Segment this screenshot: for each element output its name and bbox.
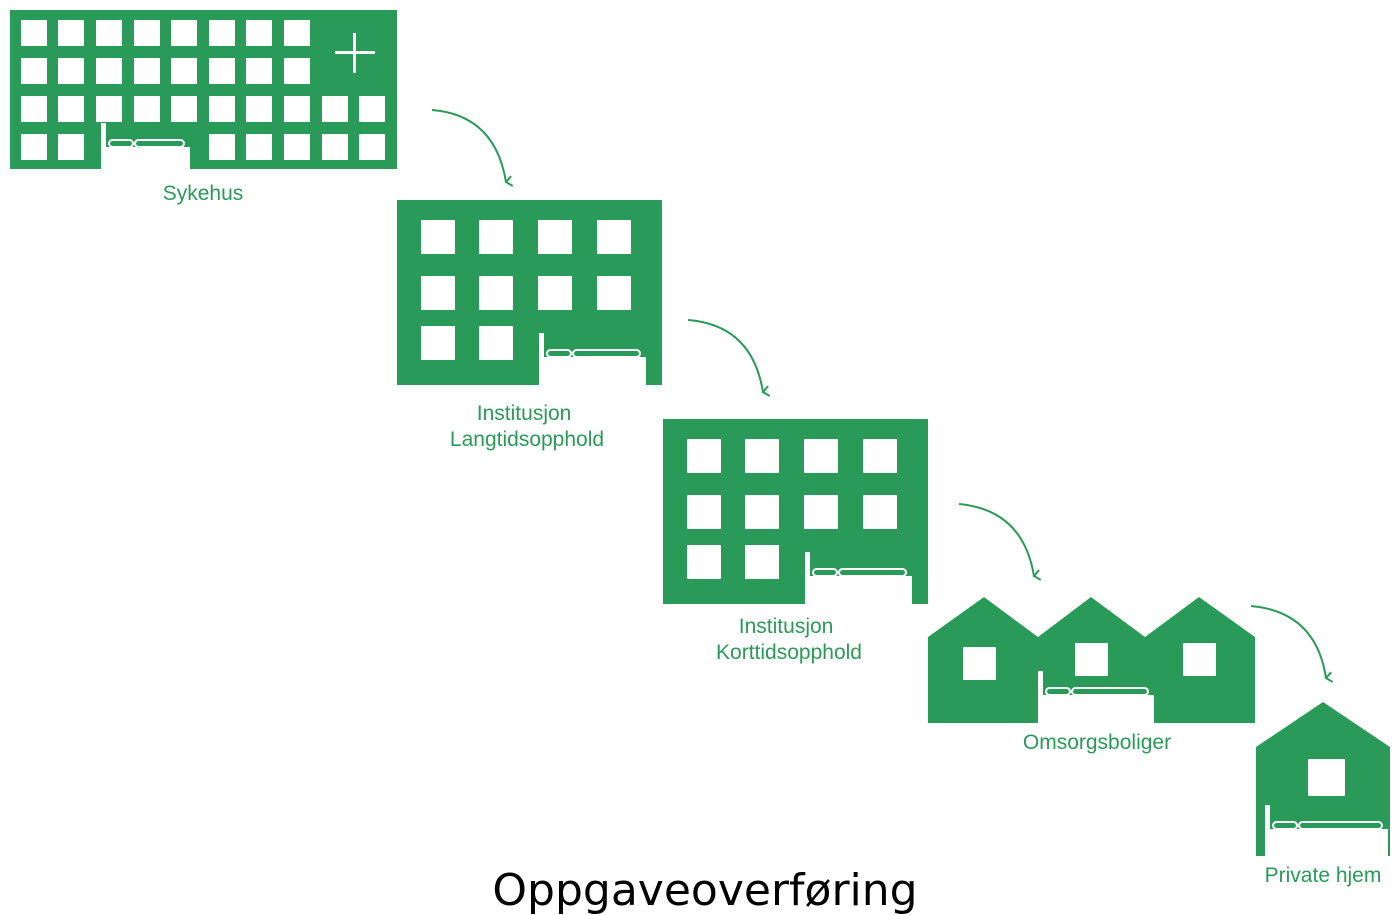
label-sykehus: Sykehus (163, 182, 244, 205)
window (134, 20, 160, 46)
bed-pillow (108, 139, 134, 148)
bed-icon (1265, 829, 1388, 856)
arrow-sykehus-to-langtid (431, 109, 514, 187)
window (1308, 759, 1345, 796)
window (21, 96, 47, 122)
window (58, 134, 84, 160)
window (284, 20, 310, 46)
window (322, 134, 348, 160)
bed-headboard (101, 123, 106, 169)
window (359, 96, 385, 122)
window (745, 439, 779, 473)
window (246, 96, 272, 122)
house-icon (1256, 702, 1390, 856)
window (134, 96, 160, 122)
window (209, 58, 235, 84)
main-title: Oppgaveoverføring (492, 865, 917, 915)
window (246, 58, 272, 84)
window (1183, 643, 1216, 676)
window (21, 134, 47, 160)
bed-mattress (134, 139, 185, 148)
bed-icon (539, 357, 646, 385)
window (134, 58, 160, 84)
bed-headboard (805, 552, 810, 604)
arrow-omsorg-to-private (1250, 605, 1334, 683)
window (58, 58, 84, 84)
bed-mattress (838, 568, 907, 577)
window (687, 545, 721, 579)
bed-icon (805, 576, 912, 604)
bed-mattress (1298, 821, 1383, 830)
window (246, 20, 272, 46)
label-private: Private hjem (1265, 864, 1382, 887)
window (745, 545, 779, 579)
window (804, 495, 838, 529)
window (209, 96, 235, 122)
bed-headboard (1038, 671, 1043, 723)
cross-horizontal (335, 51, 375, 54)
window (538, 220, 572, 254)
window (538, 276, 572, 310)
bed-pillow (1272, 821, 1298, 830)
bed-mattress (572, 349, 641, 358)
bed-headboard (539, 333, 544, 385)
window (284, 96, 310, 122)
window (209, 134, 235, 160)
window (284, 58, 310, 84)
window (687, 439, 721, 473)
institution-korttid-icon (663, 419, 928, 604)
label-langtid: Institusjon Langtidsopphold (450, 402, 604, 451)
window (21, 58, 47, 84)
window (687, 495, 721, 529)
window (359, 134, 385, 160)
label-omsorg: Omsorgsboliger (1023, 731, 1171, 754)
bed-icon (1038, 695, 1154, 723)
window (209, 20, 235, 46)
window (96, 96, 122, 122)
arrow-langtid-to-korttid (687, 319, 771, 397)
window (171, 96, 197, 122)
window (284, 134, 310, 160)
window (479, 326, 513, 360)
window (479, 276, 513, 310)
window (171, 20, 197, 46)
window (322, 96, 348, 122)
window (745, 495, 779, 529)
window (479, 220, 513, 254)
bed-pillow (812, 568, 838, 577)
arrow-korttid-to-omsorg (958, 503, 1042, 581)
bed-mattress (1071, 687, 1149, 696)
hospital-building-icon (10, 10, 397, 169)
window (597, 276, 631, 310)
window (171, 58, 197, 84)
bed-icon (101, 147, 190, 169)
window (804, 439, 838, 473)
window (421, 326, 455, 360)
window (58, 96, 84, 122)
institution-langtid-icon (397, 200, 662, 385)
window (1075, 643, 1108, 676)
window (963, 647, 996, 680)
window (96, 20, 122, 46)
window (246, 134, 272, 160)
window (863, 495, 897, 529)
bed-headboard (1265, 805, 1270, 856)
window (863, 439, 897, 473)
bed-pillow (546, 349, 572, 358)
window (597, 220, 631, 254)
window (21, 20, 47, 46)
window (421, 220, 455, 254)
row-houses-icon (928, 597, 1255, 723)
window (96, 58, 122, 84)
window (421, 276, 455, 310)
label-korttid: Institusjon Korttidsopphold (716, 615, 862, 664)
window (58, 20, 84, 46)
bed-pillow (1045, 687, 1071, 696)
